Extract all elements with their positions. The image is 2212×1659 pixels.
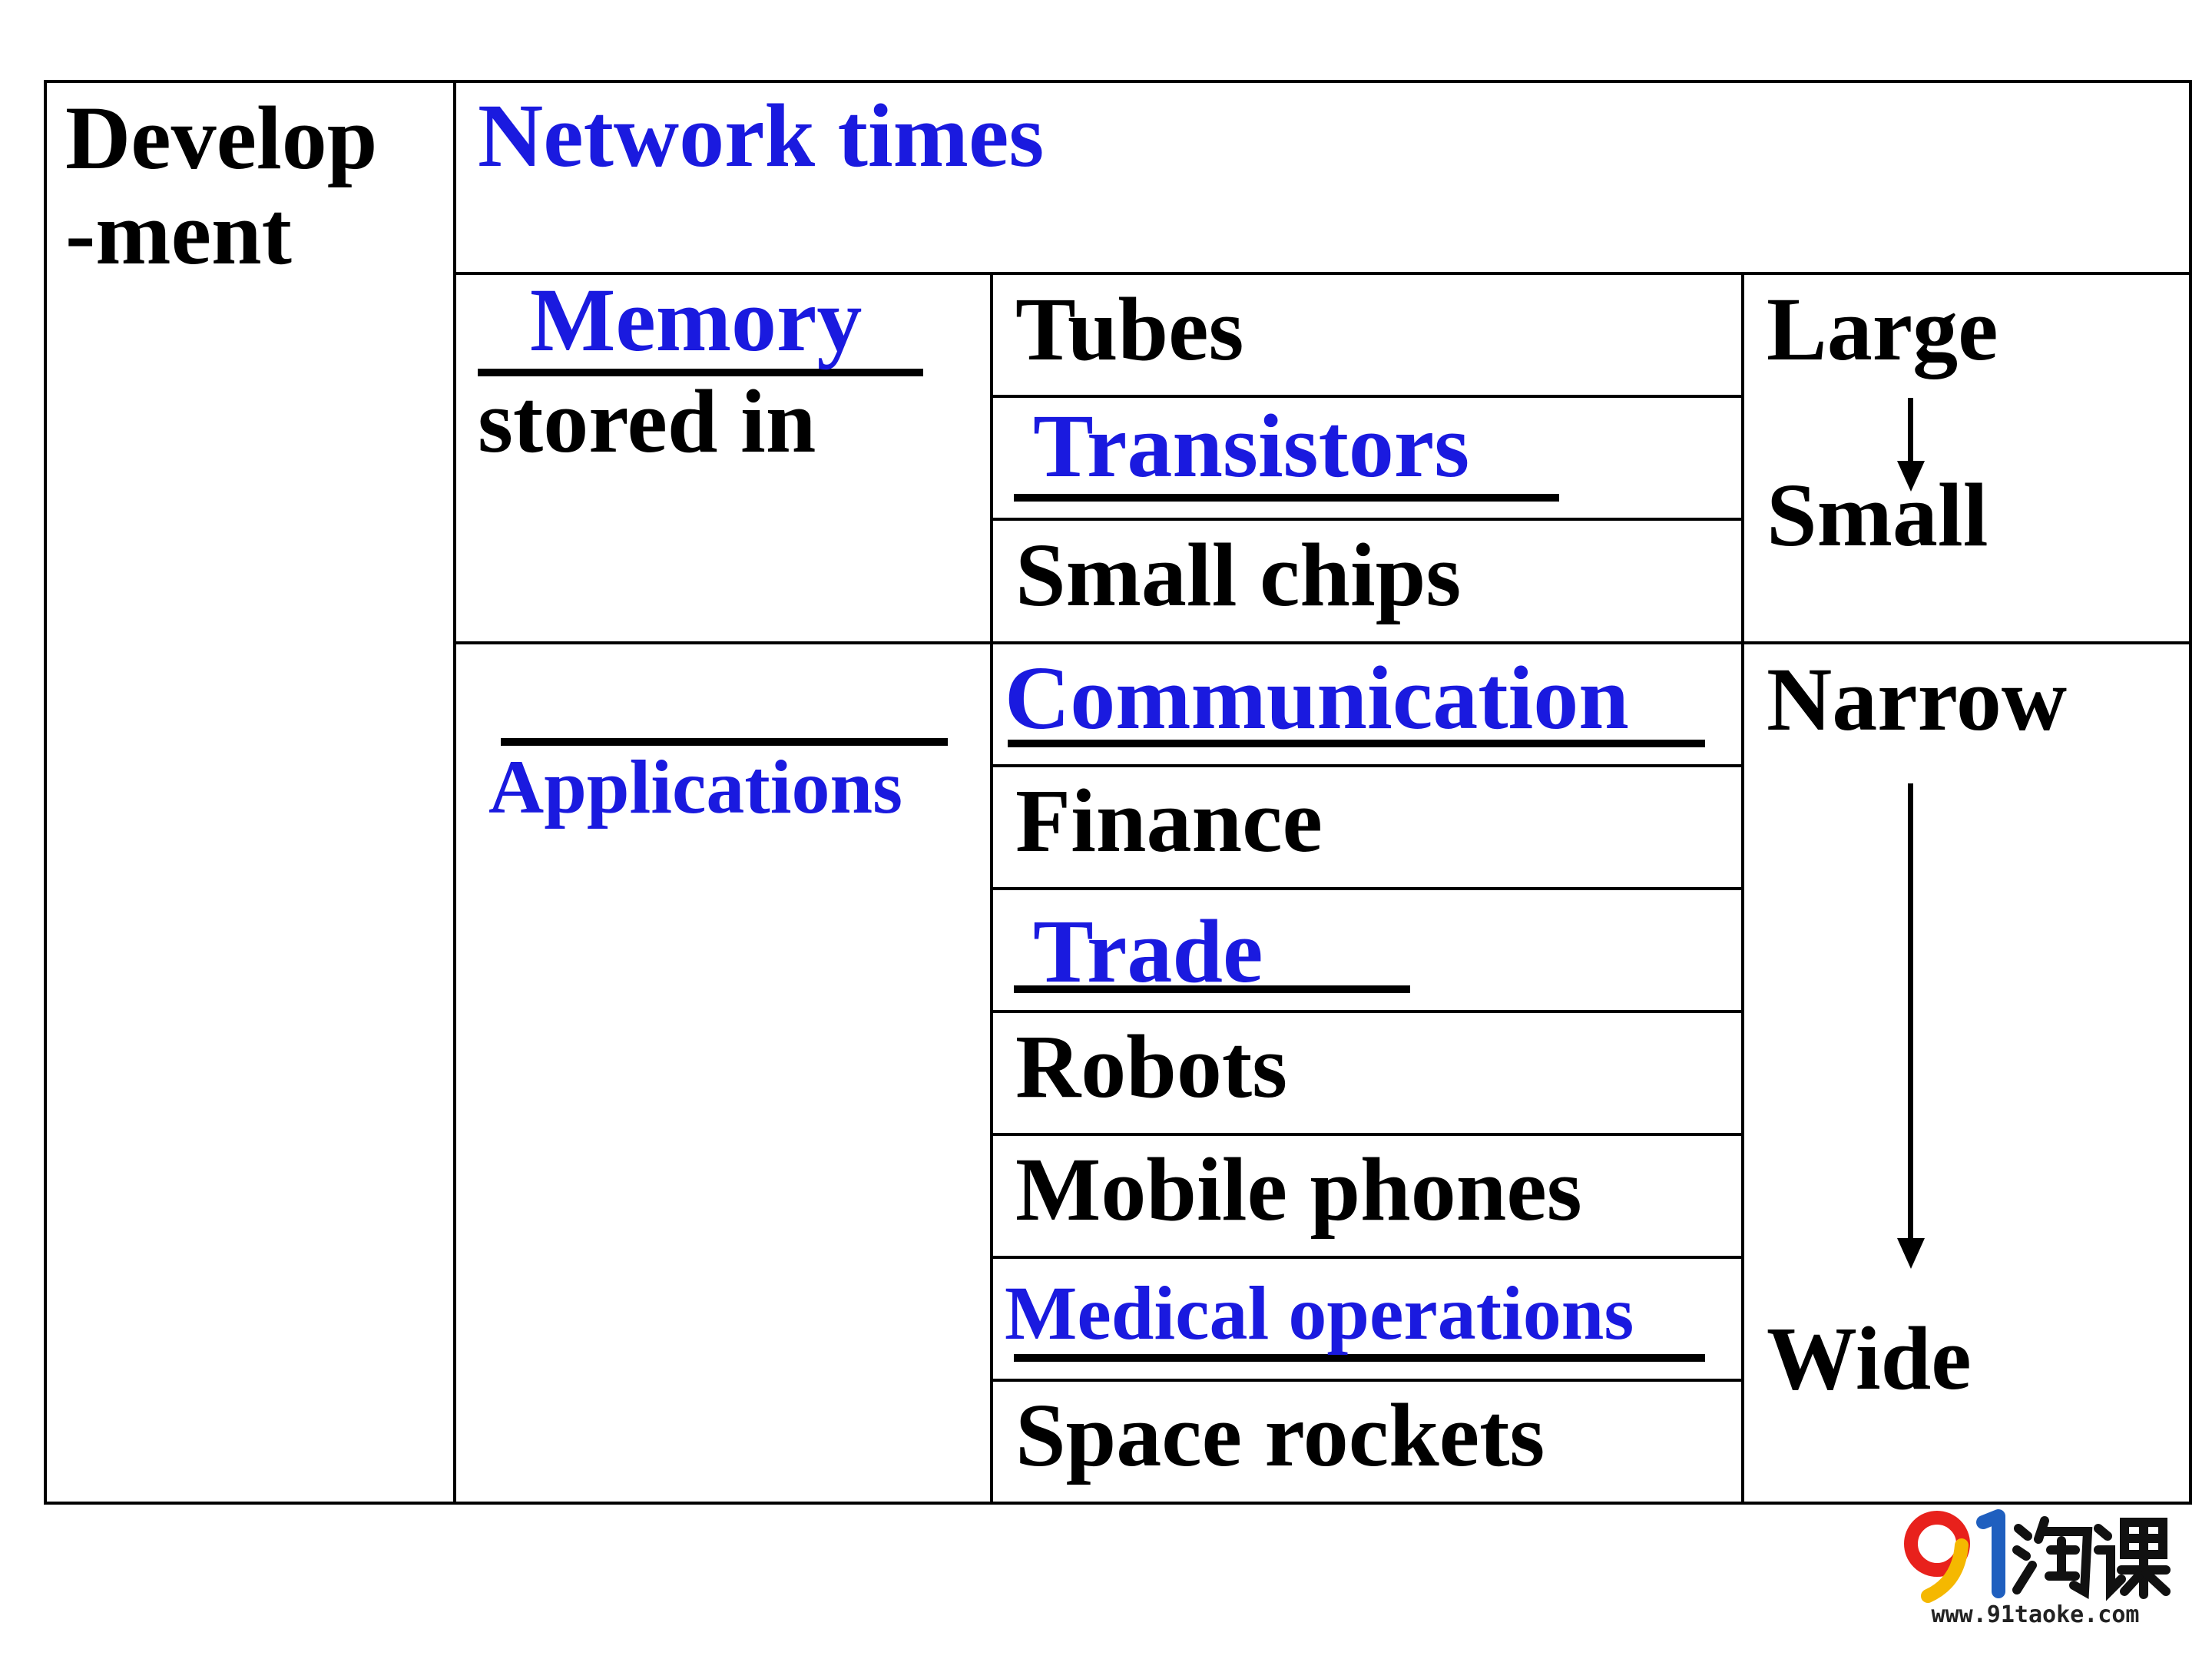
table-border-bottom — [44, 1502, 2192, 1505]
storage-item-transistors-blank-line — [1014, 494, 1559, 502]
applications-trend-to: Wide — [1767, 1308, 1972, 1409]
applications-trend-from: Narrow — [1767, 649, 2068, 750]
app-item-trade: Trade — [1033, 901, 1263, 1002]
applications-trend-arrow-shaft — [1908, 783, 1913, 1244]
app-item-finance: Finance — [1015, 770, 1323, 871]
app-item-medical-operations-blank-line — [1014, 1354, 1705, 1362]
row-divider-app-6 — [990, 1379, 1744, 1382]
storage-trend-arrow-shaft — [1908, 398, 1913, 467]
row-divider-sections — [453, 641, 2192, 644]
app-item-communication: Communication — [1005, 647, 1629, 748]
row-divider-app-1 — [990, 764, 1744, 767]
applications-trend-arrow-head — [1897, 1238, 1925, 1269]
storage-label: stored in — [478, 371, 816, 472]
applications-blank-line — [501, 738, 948, 746]
development-label: Develop -ment — [65, 91, 377, 281]
storage-trend-to: Small — [1767, 465, 1988, 565]
table-border-left — [44, 80, 47, 1505]
storage-trend-arrow-head — [1897, 461, 1925, 492]
app-item-trade-blank-line — [1014, 985, 1410, 993]
storage-item-tubes: Tubes — [1015, 279, 1244, 379]
row-divider-app-4 — [990, 1133, 1744, 1136]
storage-blank-line — [478, 369, 923, 376]
applications-blank-answer: Applications — [488, 744, 903, 830]
row-divider-app-2 — [990, 887, 1744, 890]
app-item-robots: Robots — [1015, 1016, 1288, 1117]
storage-blank-answer: Memory — [530, 270, 863, 370]
row-divider-network — [453, 272, 2192, 275]
logo-mark-icon — [1904, 1509, 2171, 1603]
app-item-mobile-phones: Mobile phones — [1015, 1139, 1582, 1240]
development-label-line1: Develop — [65, 88, 378, 188]
row-divider-storage-1 — [990, 395, 1744, 398]
storage-item-small-chips: Small chips — [1015, 525, 1462, 625]
table-border-top — [44, 80, 2192, 83]
storage-item-transistors: Transistors — [1033, 396, 1470, 496]
app-item-medical-operations: Medical operations — [1005, 1270, 1634, 1356]
logo-url[interactable]: www.91taoke.com — [1931, 1601, 2140, 1628]
table-border-right — [2189, 80, 2192, 1505]
site-logo: www.91taoke.com — [1897, 1505, 2174, 1636]
row-divider-app-5 — [990, 1256, 1744, 1259]
row-divider-storage-2 — [990, 518, 1744, 521]
app-item-space-rockets: Space rockets — [1015, 1385, 1545, 1485]
development-label-line2: -ment — [65, 183, 292, 283]
storage-trend-from: Large — [1767, 279, 1998, 379]
app-item-communication-blank-line — [1008, 740, 1705, 747]
network-times-heading: Network times — [478, 85, 1045, 186]
row-divider-app-3 — [990, 1010, 1744, 1013]
col-divider-1 — [453, 80, 456, 1505]
